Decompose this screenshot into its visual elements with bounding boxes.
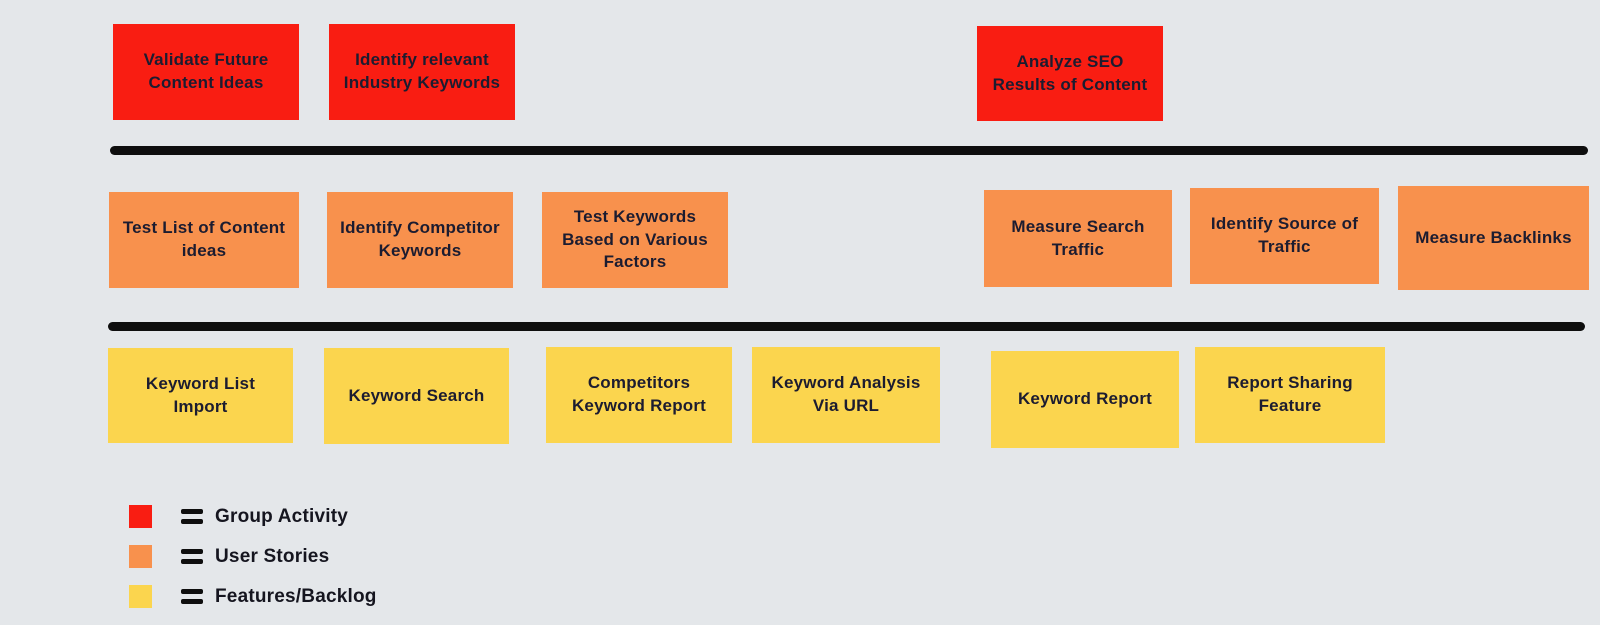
card-competitors-keyword-report[interactable]: Competitors Keyword Report [546, 347, 732, 443]
equals-icon [181, 549, 203, 564]
equals-icon [181, 589, 203, 604]
equals-icon [181, 509, 203, 524]
card-identify-relevant-industry-keywords[interactable]: Identify relevant Industry Keywords [329, 24, 515, 120]
card-test-list-of-content-ideas[interactable]: Test List of Content ideas [109, 192, 299, 288]
card-analyze-seo-results-of-content[interactable]: Analyze SEO Results of Content [977, 26, 1163, 121]
legend-label-user-stories: User Stories [215, 545, 330, 567]
legend-item-features-backlog: Features/Backlog [129, 585, 377, 608]
card-measure-search-traffic[interactable]: Measure Search Traffic [984, 190, 1172, 287]
card-identify-competitor-keywords[interactable]: Identify Competitor Keywords [327, 192, 513, 288]
card-keyword-analysis-via-url[interactable]: Keyword Analysis Via URL [752, 347, 940, 443]
legend-label-features-backlog: Features/Backlog [215, 585, 377, 607]
card-test-keywords-based-on-various-factors[interactable]: Test Keywords Based on Various Factors [542, 192, 728, 288]
legend-item-group-activity: Group Activity [129, 505, 377, 528]
group-activity-swatch-icon [129, 505, 152, 528]
user-stories-swatch-icon [129, 545, 152, 568]
divider-bottom [108, 322, 1585, 331]
card-keyword-report[interactable]: Keyword Report [991, 351, 1179, 448]
card-identify-source-of-traffic[interactable]: Identify Source of Traffic [1190, 188, 1379, 284]
card-keyword-search[interactable]: Keyword Search [324, 348, 509, 444]
card-keyword-list-import[interactable]: Keyword List Import [108, 348, 293, 443]
card-measure-backlinks[interactable]: Measure Backlinks [1398, 186, 1589, 290]
features-backlog-swatch-icon [129, 585, 152, 608]
card-report-sharing-feature[interactable]: Report Sharing Feature [1195, 347, 1385, 443]
legend-item-user-stories: User Stories [129, 545, 377, 568]
card-validate-future-content-ideas[interactable]: Validate Future Content Ideas [113, 24, 299, 120]
legend: Group Activity User Stories Features/Bac… [129, 505, 377, 625]
legend-label-group-activity: Group Activity [215, 505, 348, 527]
divider-top [110, 146, 1588, 155]
